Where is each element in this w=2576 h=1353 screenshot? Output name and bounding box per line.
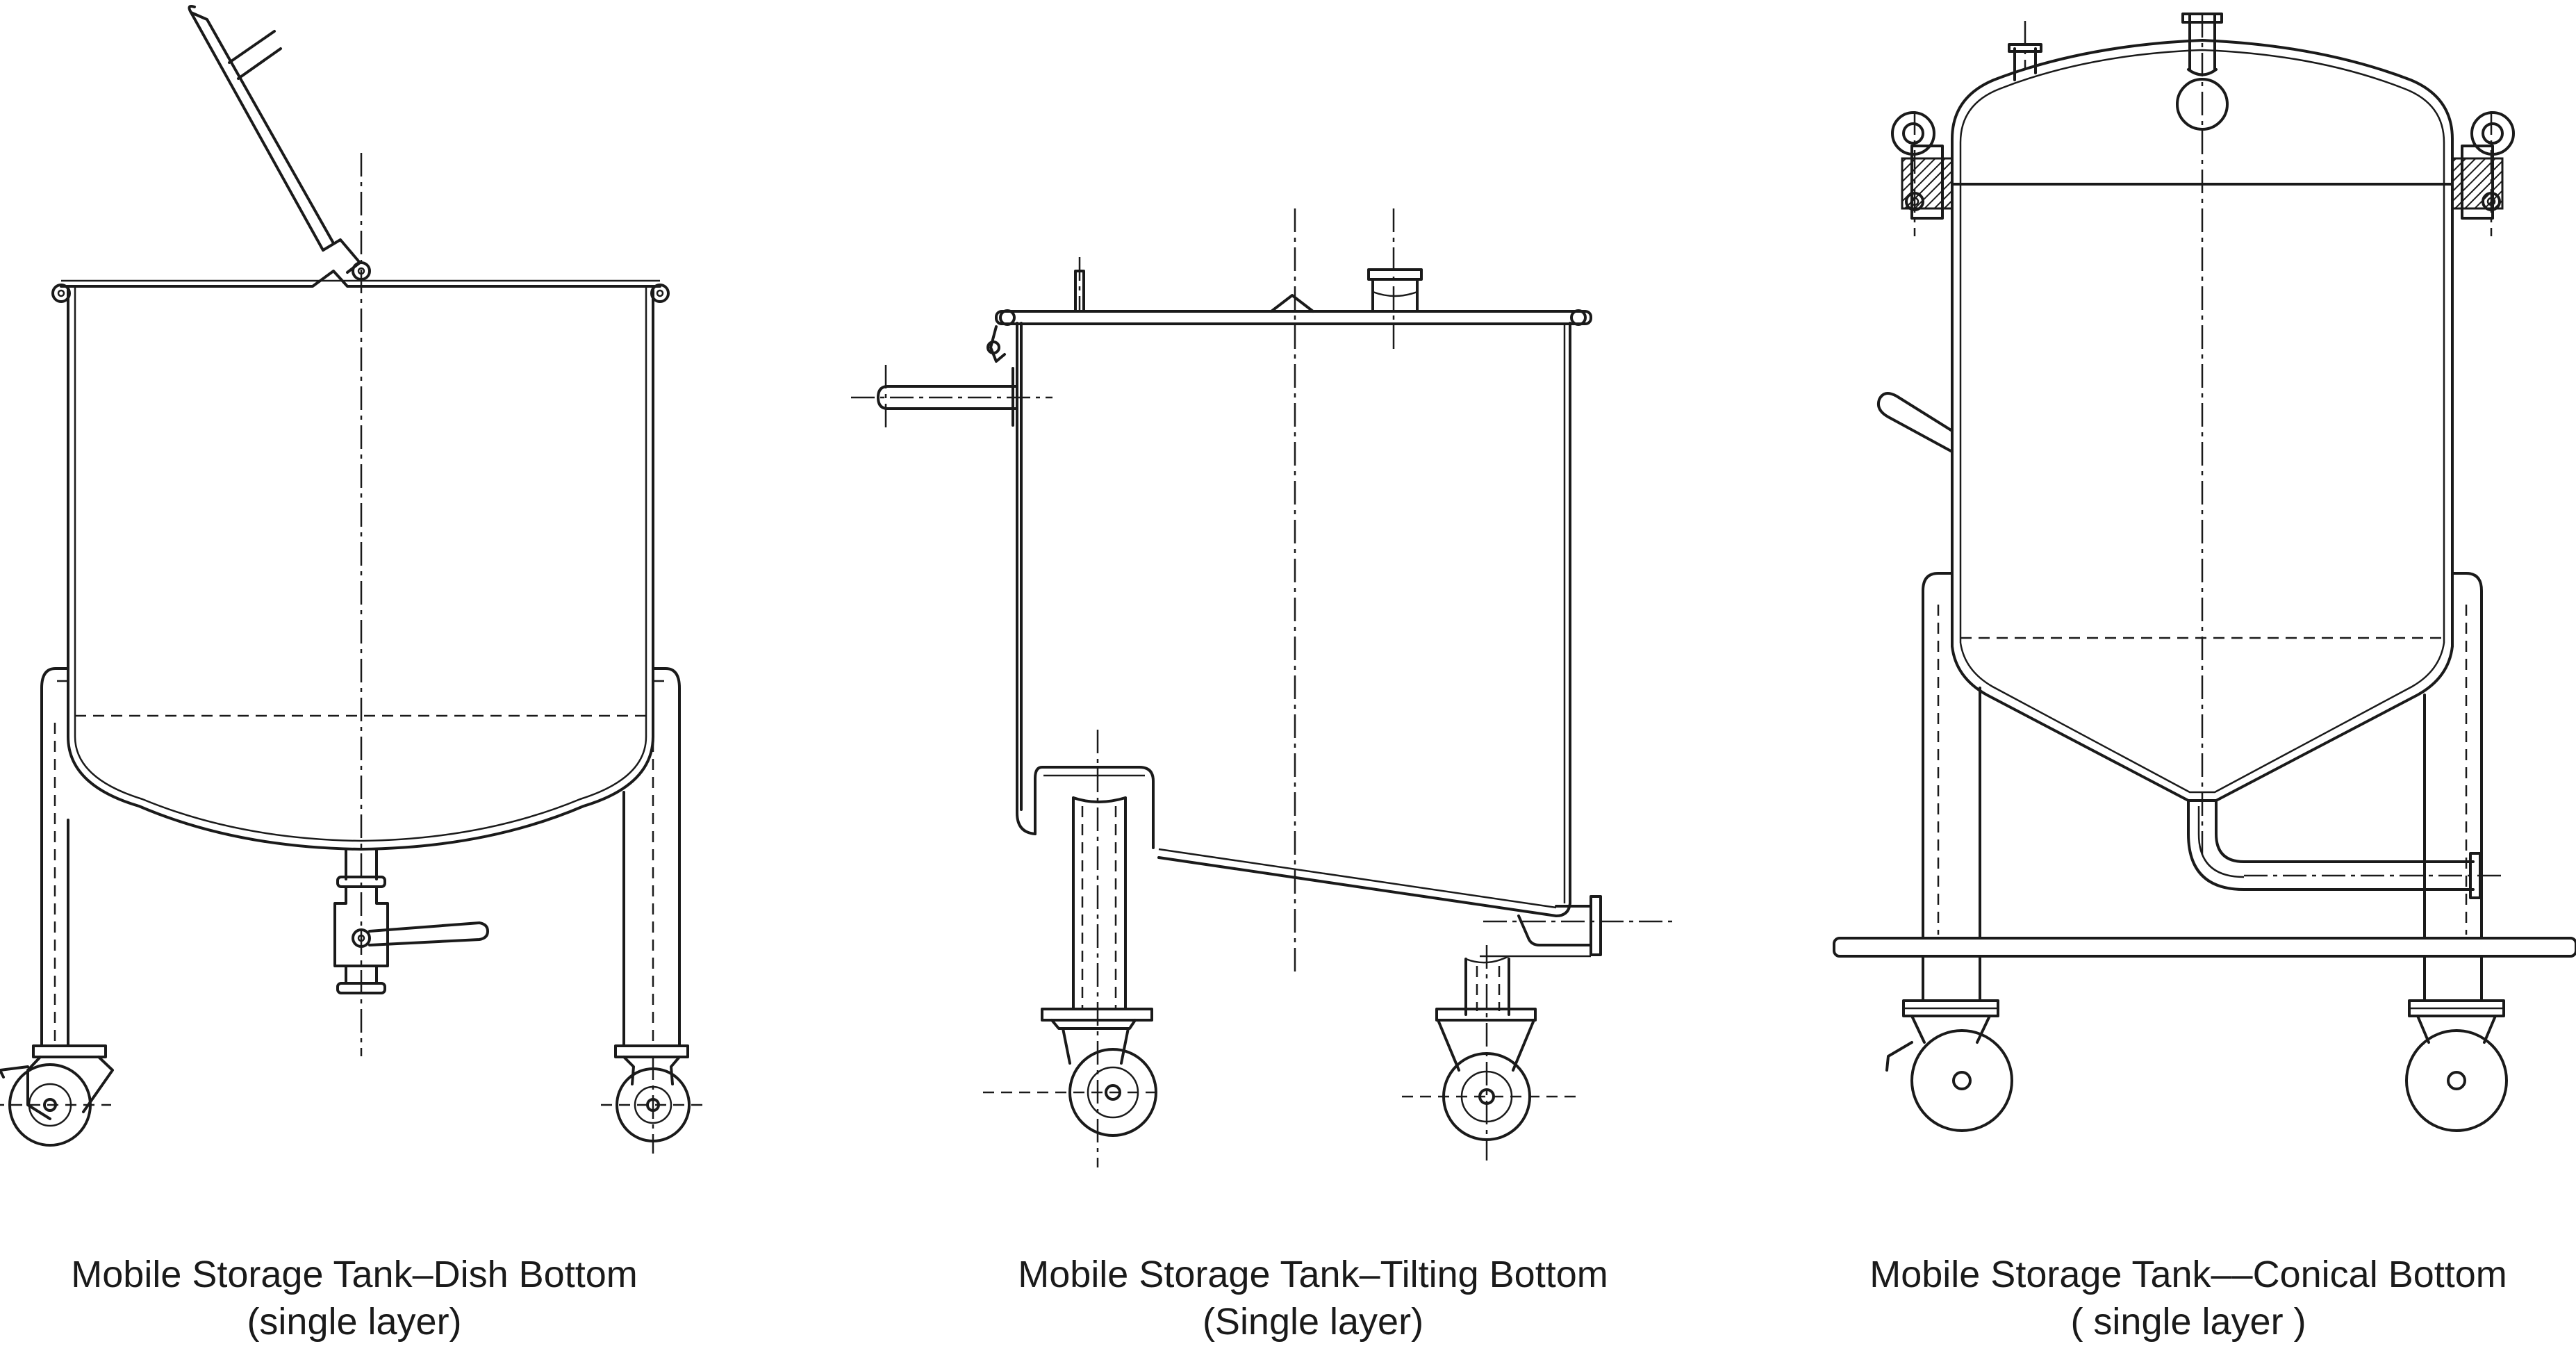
caption-conical-bottom: Mobile Storage Tank––Conical Bottom ( si… xyxy=(1841,1251,2536,1345)
tilting-bottom-tank xyxy=(851,208,1678,1167)
conical-bottom-tank xyxy=(1833,13,2576,1132)
caption-tilting-subtitle: (Single layer) xyxy=(1202,1301,1424,1343)
caption-conical-title: Mobile Storage Tank––Conical Bottom xyxy=(1869,1254,2507,1295)
caption-tilting-title: Mobile Storage Tank–Tilting Bottom xyxy=(1018,1254,1608,1295)
caption-conical-subtitle: ( single layer ) xyxy=(2070,1301,2306,1343)
caption-dish-bottom: Mobile Storage Tank–Dish Bottom (single … xyxy=(14,1251,695,1345)
dish-bottom-tank xyxy=(0,5,709,1154)
caption-dish-title: Mobile Storage Tank–Dish Bottom xyxy=(71,1254,638,1295)
caption-dish-subtitle: (single layer) xyxy=(247,1301,462,1343)
caption-tilting-bottom: Mobile Storage Tank–Tilting Bottom (Sing… xyxy=(959,1251,1667,1345)
